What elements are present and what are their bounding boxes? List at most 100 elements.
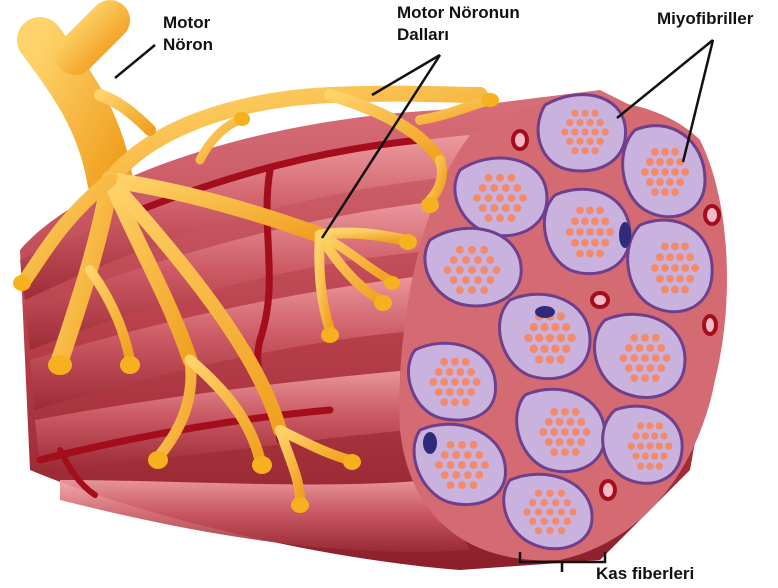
myofibril-dot bbox=[571, 239, 579, 247]
myofibril-dot bbox=[686, 253, 694, 261]
myofibril-dot bbox=[642, 432, 649, 439]
myofibril-dot bbox=[562, 345, 570, 353]
myofibril-dot bbox=[440, 398, 448, 406]
myofibril-dot bbox=[450, 256, 458, 264]
myofibril-dot bbox=[557, 312, 565, 320]
myofibril-dot bbox=[524, 334, 532, 342]
myofibril-dot bbox=[566, 228, 574, 236]
myofibril-dot bbox=[444, 266, 452, 274]
myofibril-dot bbox=[619, 354, 627, 362]
myofibril-dot bbox=[656, 253, 664, 261]
myofibril-dot bbox=[462, 398, 470, 406]
myofibril-dot bbox=[558, 490, 565, 497]
myofibril-dot bbox=[583, 428, 591, 436]
myofibril-dot bbox=[586, 138, 593, 145]
label-motor-neuron: Motor Nöron bbox=[163, 12, 213, 56]
myofibril-dot bbox=[561, 428, 569, 436]
myofibril-dot bbox=[474, 256, 482, 264]
myofibril-dot bbox=[447, 481, 455, 489]
myofibril-dot bbox=[656, 178, 664, 186]
myofibril-dot bbox=[591, 110, 598, 117]
label-muscle-fibers: Kas fiberleri bbox=[596, 563, 694, 585]
myofibril-dot bbox=[462, 358, 470, 366]
myofibril-dot bbox=[691, 264, 699, 272]
myofibril-dot bbox=[625, 364, 633, 372]
myofibril-dot bbox=[625, 344, 633, 352]
myofibril-dot bbox=[657, 364, 665, 372]
myofibril-dot bbox=[485, 174, 493, 182]
myofibril-dot bbox=[470, 441, 478, 449]
myofibril-dot bbox=[558, 527, 565, 534]
label-motor-neuron-branches: Motor Nöronun Dalları bbox=[397, 2, 520, 46]
label-motor-neuron-line2: Nöron bbox=[163, 34, 213, 56]
myofibril-dot bbox=[661, 264, 669, 272]
myofibril-dot bbox=[666, 275, 674, 283]
myofibril-dot bbox=[656, 158, 664, 166]
myofibril-dot bbox=[429, 378, 437, 386]
myofibril-dot bbox=[470, 461, 478, 469]
myofibril-dot bbox=[646, 422, 653, 429]
myofibril-dot bbox=[535, 527, 542, 534]
myofibril-dot bbox=[681, 168, 689, 176]
myofibril-dot bbox=[591, 217, 599, 225]
myofibril-dot bbox=[676, 178, 684, 186]
label-branches-line2: Dalları bbox=[397, 24, 520, 46]
myofibril-dot bbox=[496, 194, 504, 202]
myofibril-dot bbox=[561, 408, 569, 416]
myofibril-dot bbox=[486, 276, 494, 284]
myofibril-dot bbox=[508, 214, 516, 222]
label-motor-neuron-line1: Motor bbox=[163, 12, 213, 34]
myofibril-dot bbox=[502, 204, 510, 212]
myofibril-dot bbox=[475, 471, 483, 479]
myofibril-dot bbox=[541, 499, 548, 506]
nucleus bbox=[535, 306, 555, 318]
myofibril-dot bbox=[508, 194, 516, 202]
myofibril-dot bbox=[462, 276, 470, 284]
myofibril-dot bbox=[479, 184, 487, 192]
myofibril-dot bbox=[596, 250, 604, 258]
myofibril-dot bbox=[666, 158, 674, 166]
myofibril-dot bbox=[496, 174, 504, 182]
myofibril-dot bbox=[546, 527, 553, 534]
myofibril-dot bbox=[646, 178, 654, 186]
myofibril-dot bbox=[601, 217, 609, 225]
myofibril-dot bbox=[646, 364, 654, 372]
myofibril-dot bbox=[651, 148, 659, 156]
myofibril-dot bbox=[666, 253, 674, 261]
myofibril-dot bbox=[474, 276, 482, 284]
myofibril-dot bbox=[660, 432, 667, 439]
myofibril-dot bbox=[535, 490, 542, 497]
myofibril-dot bbox=[545, 438, 553, 446]
myofibril-dot bbox=[435, 388, 443, 396]
nucleus bbox=[619, 222, 631, 248]
myofibril-dot bbox=[470, 481, 478, 489]
myofibril-dot bbox=[646, 442, 653, 449]
myofibril-dot bbox=[545, 418, 553, 426]
myofibril-dot bbox=[602, 128, 609, 135]
myofibril-dot bbox=[566, 119, 573, 126]
myofibril-dot bbox=[596, 119, 603, 126]
myofibril-dot bbox=[566, 138, 573, 145]
label-myofibrils: Miyofibriller bbox=[657, 8, 753, 30]
myofibril-dot bbox=[480, 246, 488, 254]
myofibril-dot bbox=[481, 461, 489, 469]
myofibril-dot bbox=[657, 344, 665, 352]
myofibril-dot bbox=[591, 239, 599, 247]
myofibril-dot bbox=[637, 463, 644, 470]
myofibril-dot bbox=[441, 451, 449, 459]
myofibril-dot bbox=[535, 355, 543, 363]
myofibril-dot bbox=[475, 451, 483, 459]
myofibril-dot bbox=[576, 206, 584, 214]
myofibril-dot bbox=[632, 452, 639, 459]
myofibril-dot bbox=[596, 228, 604, 236]
myofibril-dot bbox=[661, 286, 669, 294]
myofibril-dot bbox=[651, 188, 659, 196]
myofibril-dot bbox=[458, 441, 466, 449]
myofibril-dot bbox=[462, 256, 470, 264]
myofibril-dot bbox=[581, 217, 589, 225]
myofibril-dot bbox=[652, 334, 660, 342]
myofibril-dot bbox=[440, 358, 448, 366]
myofibril-dot bbox=[586, 206, 594, 214]
myofibril-dot bbox=[464, 451, 472, 459]
myofibril-dot bbox=[556, 438, 564, 446]
